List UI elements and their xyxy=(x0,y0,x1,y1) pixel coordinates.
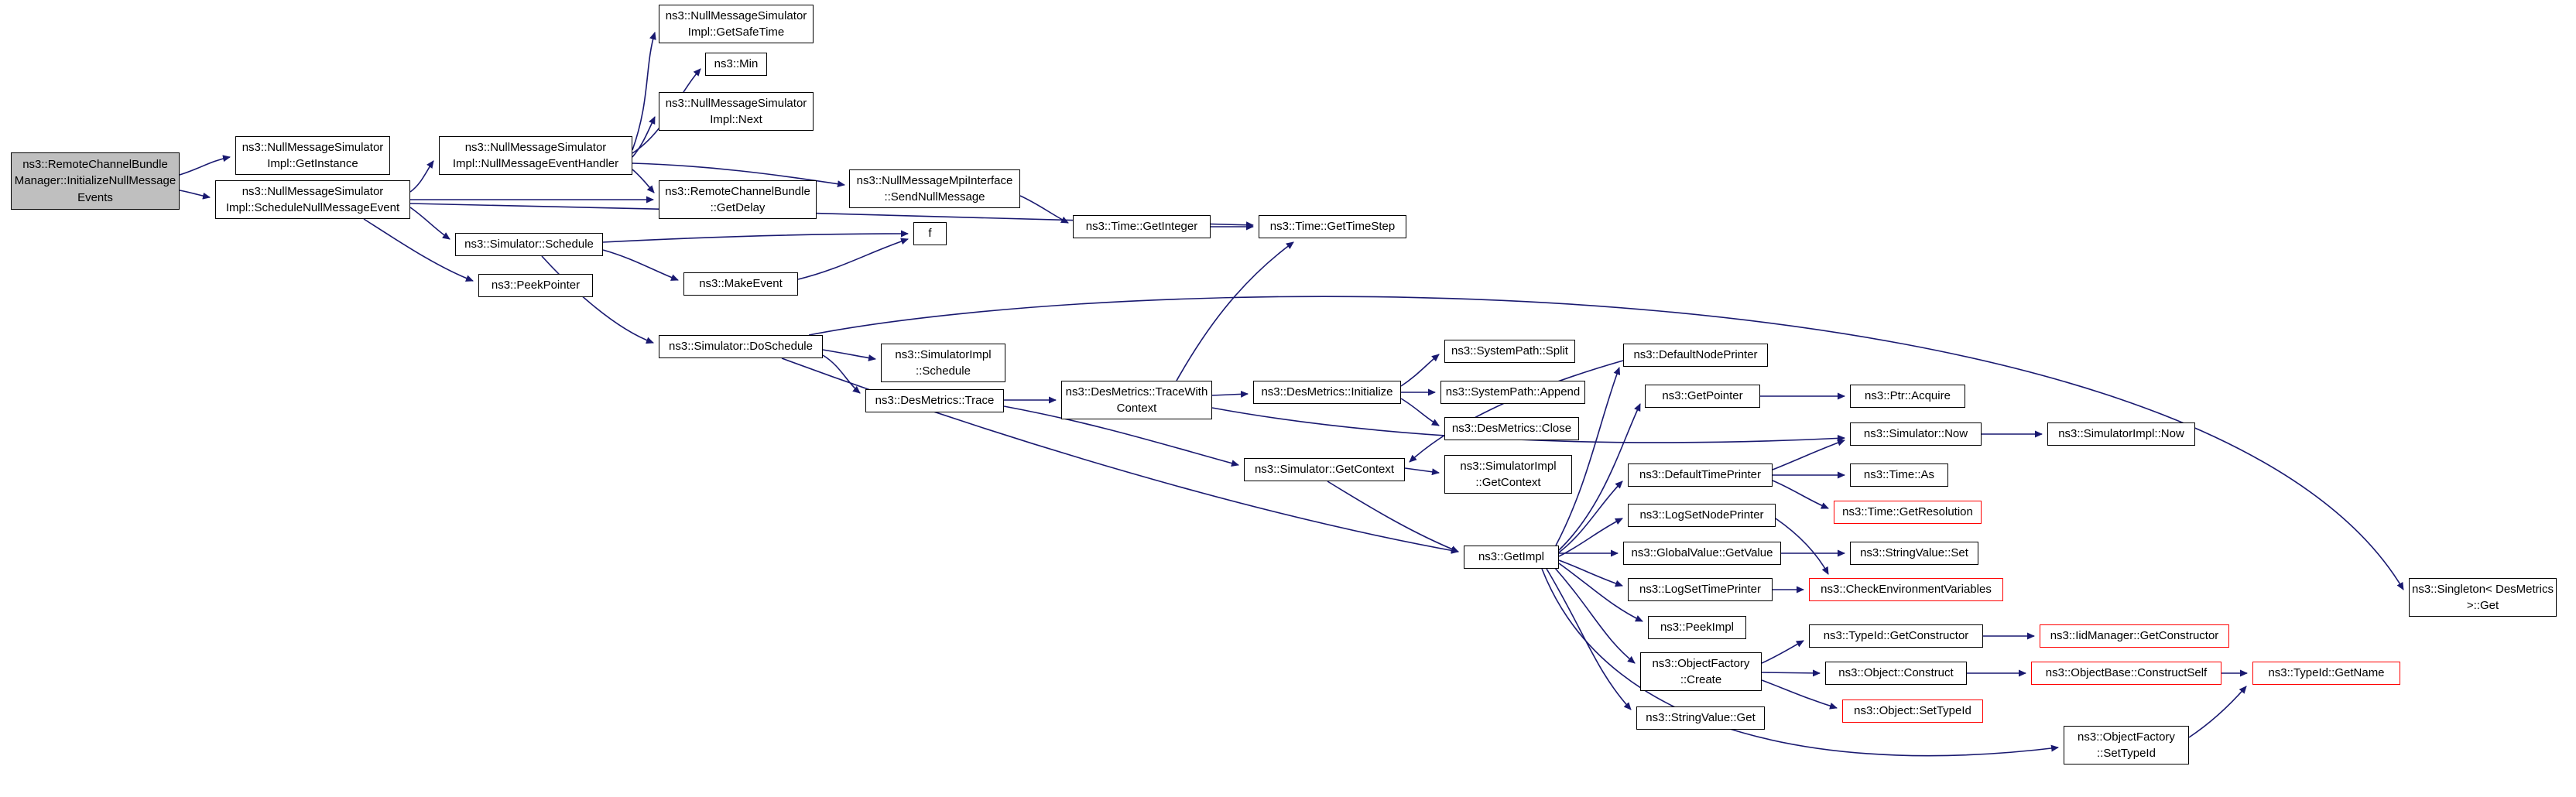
node-simulator-impl-get-context[interactable]: ns3::SimulatorImpl ::GetContext xyxy=(1444,455,1572,494)
edge-getimpl-to-stringvalueget xyxy=(1546,568,1632,710)
edge-destrace-to-getcontext xyxy=(1003,405,1239,467)
node-get-pointer[interactable]: ns3::GetPointer xyxy=(1645,385,1760,408)
edge-schedule-to-makeevent xyxy=(602,249,679,281)
edge-defaulttimeprinter-to-timegetresolution xyxy=(1772,480,1829,509)
node-time-get-time-step[interactable]: ns3::Time::GetTimeStep xyxy=(1259,215,1406,238)
edge-objectfactorysettypeid-to-typeidgetname xyxy=(2188,686,2247,738)
node-object-set-type-id[interactable]: ns3::Object::SetTypeId xyxy=(1842,700,1983,723)
edge-getcontext-to-getimpl xyxy=(1327,481,1459,552)
edge-doschedule-to-simulatorimplschedule xyxy=(822,349,876,361)
node-simulator-schedule[interactable]: ns3::Simulator::Schedule xyxy=(455,233,603,256)
edge-logsetnodeprinter-to-checkenvironmentvariables xyxy=(1775,518,1829,575)
node-des-metrics-initialize[interactable]: ns3::DesMetrics::Initialize xyxy=(1253,381,1401,404)
node-string-value-get[interactable]: ns3::StringValue::Get xyxy=(1636,706,1765,730)
node-time-get-integer[interactable]: ns3::Time::GetInteger xyxy=(1073,215,1211,238)
node-time-get-resolution[interactable]: ns3::Time::GetResolution xyxy=(1834,501,1982,524)
edge-nullmessageeventhandler-to-sendnullmessage xyxy=(632,162,845,188)
edge-desinitialize-to-desclose xyxy=(1400,398,1440,426)
edge-objectfactorycreate-to-typeidgetconstructor xyxy=(1761,640,1804,664)
edge-getimpl-to-objectfactorysettypeid xyxy=(1541,568,2059,757)
node-simulator-now[interactable]: ns3::Simulator::Now xyxy=(1850,422,1982,446)
node-get-impl[interactable]: ns3::GetImpl xyxy=(1464,546,1559,569)
node-string-value-set[interactable]: ns3::StringValue::Set xyxy=(1850,542,1978,565)
node-object-base-construct-self[interactable]: ns3::ObjectBase::ConstructSelf xyxy=(2031,662,2221,685)
node-time-as[interactable]: ns3::Time::As xyxy=(1850,463,1948,487)
edge-nullmessageeventhandler-to-getsafetime xyxy=(632,32,656,151)
node-send-null-message[interactable]: ns3::NullMessageMpiInterface ::SendNullM… xyxy=(849,169,1020,208)
node-system-path-split[interactable]: ns3::SystemPath::Split xyxy=(1444,340,1575,363)
node-get-delay[interactable]: ns3::RemoteChannelBundle ::GetDelay xyxy=(659,180,817,219)
edge-defaultnodeprinter-to-getcontext xyxy=(1409,360,1624,463)
node-initialize-null-message-events[interactable]: ns3::RemoteChannelBundle Manager::Initia… xyxy=(11,152,180,210)
edge-getimpl-to-defaultnodeprinter xyxy=(1555,367,1621,546)
node-des-metrics-trace[interactable]: ns3::DesMetrics::Trace xyxy=(865,389,1004,412)
edge-defaulttimeprinter-to-simulatornow xyxy=(1772,439,1845,470)
edge-schedulenullmessageevent-to-nullmessageeventhandler xyxy=(409,160,434,193)
edge-getimpl-to-logsetnodeprinter xyxy=(1558,518,1623,557)
node-simulator-do-schedule[interactable]: ns3::Simulator::DoSchedule xyxy=(659,335,823,358)
edge-desinitialize-to-systempathsplit xyxy=(1400,354,1440,387)
node-type-id-get-constructor[interactable]: ns3::TypeId::GetConstructor xyxy=(1809,624,1983,648)
node-type-id-get-name[interactable]: ns3::TypeId::GetName xyxy=(2252,662,2400,685)
node-iid-manager-get-constructor[interactable]: ns3::IidManager::GetConstructor xyxy=(2040,624,2229,648)
edge-getimpl-to-peekimpl xyxy=(1558,563,1643,622)
node-object-factory-create[interactable]: ns3::ObjectFactory ::Create xyxy=(1640,652,1762,691)
node-log-set-node-printer[interactable]: ns3::LogSetNodePrinter xyxy=(1628,504,1776,527)
edge-getimpl-to-defaulttimeprinter xyxy=(1558,481,1623,553)
node-f[interactable]: f xyxy=(913,222,947,245)
edge-tracewithcontext-to-desinitialize xyxy=(1211,390,1249,398)
edge-makeevent-to-f xyxy=(797,238,909,280)
node-null-message-event-handler[interactable]: ns3::NullMessageSimulator Impl::NullMess… xyxy=(439,136,632,175)
node-peek-pointer[interactable]: ns3::PeekPointer xyxy=(478,274,593,297)
edge-objectfactorycreate-to-objectconstruct xyxy=(1761,669,1821,677)
node-log-set-time-printer[interactable]: ns3::LogSetTimePrinter xyxy=(1628,578,1773,601)
edge-init-to-schedulenullmessageevent xyxy=(179,190,211,200)
edge-schedule-to-f xyxy=(602,230,909,243)
node-singleton-des-metrics-get[interactable]: ns3::Singleton< DesMetrics >::Get xyxy=(2409,578,2557,617)
edge-tracewithcontext-to-gettimestep xyxy=(1176,241,1294,381)
edge-doschedule-to-destrace xyxy=(822,354,861,394)
edge-nullmessageeventhandler-to-next xyxy=(632,116,656,158)
node-default-time-printer[interactable]: ns3::DefaultTimePrinter xyxy=(1628,463,1773,487)
node-default-node-printer[interactable]: ns3::DefaultNodePrinter xyxy=(1623,344,1768,367)
node-simulator-get-context[interactable]: ns3::Simulator::GetContext xyxy=(1244,458,1405,481)
node-make-event[interactable]: ns3::MakeEvent xyxy=(683,272,798,296)
edge-schedule-to-doschedule xyxy=(541,255,654,344)
node-next[interactable]: ns3::NullMessageSimulator Impl::Next xyxy=(659,92,814,131)
edge-doschedule-to-singletonget xyxy=(808,296,2404,590)
edge-objectfactorycreate-to-objectsettypeid xyxy=(1761,679,1838,710)
edge-getimpl-to-getpointer xyxy=(1558,403,1641,551)
node-schedule-null-message-event[interactable]: ns3::NullMessageSimulator Impl::Schedule… xyxy=(215,180,410,219)
edge-schedulenullmessageevent-to-peekpointer xyxy=(363,218,474,282)
node-object-construct[interactable]: ns3::Object::Construct xyxy=(1825,662,1967,685)
node-get-safe-time[interactable]: ns3::NullMessageSimulator Impl::GetSafeT… xyxy=(659,5,814,43)
edge-init-to-getinstance xyxy=(179,155,231,176)
edge-getimpl-to-logsettimeprinter xyxy=(1558,559,1623,587)
edge-nullmessageeventhandler-to-getdelay xyxy=(632,169,655,193)
node-des-metrics-close[interactable]: ns3::DesMetrics::Close xyxy=(1444,417,1579,440)
edge-schedulenullmessageevent-to-schedule xyxy=(409,207,450,240)
node-get-instance[interactable]: ns3::NullMessageSimulator Impl::GetInsta… xyxy=(235,136,390,175)
node-simulator-impl-now[interactable]: ns3::SimulatorImpl::Now xyxy=(2047,422,2195,446)
node-check-environment-variables[interactable]: ns3::CheckEnvironmentVariables xyxy=(1809,578,2003,601)
node-global-value-get-value[interactable]: ns3::GlobalValue::GetValue xyxy=(1623,542,1781,565)
node-des-metrics-trace-with-context[interactable]: ns3::DesMetrics::TraceWith Context xyxy=(1061,381,1212,419)
node-peek-impl[interactable]: ns3::PeekImpl xyxy=(1648,616,1746,639)
edge-getcontext-to-simulatorimplgetcontext xyxy=(1404,467,1440,476)
edge-getimpl-to-objectfactorycreate xyxy=(1553,566,1636,664)
node-object-factory-set-type-id[interactable]: ns3::ObjectFactory ::SetTypeId xyxy=(2064,726,2189,765)
node-system-path-append[interactable]: ns3::SystemPath::Append xyxy=(1440,381,1585,404)
node-ptr-acquire[interactable]: ns3::Ptr::Acquire xyxy=(1850,385,1965,408)
node-min[interactable]: ns3::Min xyxy=(705,53,767,76)
node-simulator-impl-schedule[interactable]: ns3::SimulatorImpl ::Schedule xyxy=(881,344,1005,382)
